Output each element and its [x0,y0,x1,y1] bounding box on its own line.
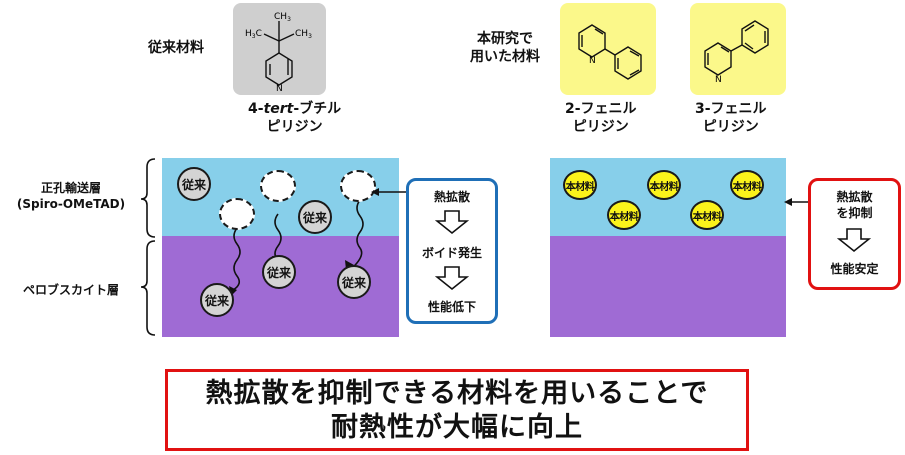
new-material-particle: 本材料 [607,200,641,230]
right-callout: 熱拡散 を抑制 性能安定 [808,178,901,290]
2-phenylpyridine-structure: N [578,24,642,80]
study-material-label-line1: 本研究で [477,31,533,47]
down-arrow-icon [435,266,469,291]
molecule-3-name: 3-フェニル ピリジン [695,101,767,135]
conclusion-banner: 熱拡散を抑制できる材料を用いることで 耐熱性が大幅に向上 [165,369,749,451]
right-callout-step1: 熱拡散 を抑制 [836,190,873,220]
layer-brackets [140,158,156,336]
void [219,198,255,230]
void [340,170,376,202]
3-phenylpyridine-structure: N [704,20,769,85]
left-callout-step2: ボイド発生 [421,246,482,260]
conclusion-line1: 熱拡散を抑制できる材料を用いることで [205,378,709,409]
molecule-3-phenylpyridine-box: N [690,3,786,95]
new-material-particle: 本材料 [730,170,764,200]
molecule-1-name: 4-tert-ブチル ピリジン [248,101,342,135]
conventional-particle: 従来 [298,200,332,234]
void [260,170,296,202]
molecule-4-tert-butylpyridine-box: CH3 H3C CH3 N [233,3,326,95]
down-arrow-icon [837,228,871,253]
study-material-label-line2: 用いた材料 [470,49,540,65]
conventional-material-label: 従来材料 [148,40,204,56]
new-material-particle: 本材料 [647,170,681,200]
conventional-particle: 従来 [337,265,371,299]
right-perovskite-layer [550,236,786,337]
left-callout: 熱拡散 ボイド発生 性能低下 [406,178,498,324]
conventional-particle: 従来 [177,167,211,201]
htl-label: 正孔輸送層 (Spiro-OMeTAD) [16,181,126,211]
left-callout-pointer [371,188,407,196]
atom-n: N [715,75,722,85]
right-callout-pointer [784,198,810,206]
tert-butylpyridine-structure: CH3 H3C CH3 N [245,12,312,94]
down-arrow-icon [435,210,469,235]
perovskite-label: ペロブスカイト層 [22,283,119,297]
new-material-particle: 本材料 [690,200,724,230]
conclusion-line2: 耐熱性が大幅に向上 [331,412,583,443]
conventional-particle: 従来 [200,283,234,317]
molecule-2-name: 2-フェニル ピリジン [565,101,637,135]
atom-ch3-right: CH3 [295,29,312,40]
atom-ch3-top: CH3 [274,12,291,23]
molecule-2-phenylpyridine-box: N [560,3,656,95]
tert-italic: tert [263,101,294,117]
atom-n: N [276,84,283,94]
study-material-label: 本研究で 用いた材料 [470,30,540,66]
left-callout-step1: 熱拡散 [433,190,470,204]
left-callout-step3: 性能低下 [427,300,476,314]
atom-h3c-left: H3C [245,29,262,40]
atom-n: N [589,56,596,66]
new-material-particle: 本材料 [563,170,597,200]
conventional-particle: 従来 [262,255,296,289]
right-callout-step2: 性能安定 [830,262,879,276]
